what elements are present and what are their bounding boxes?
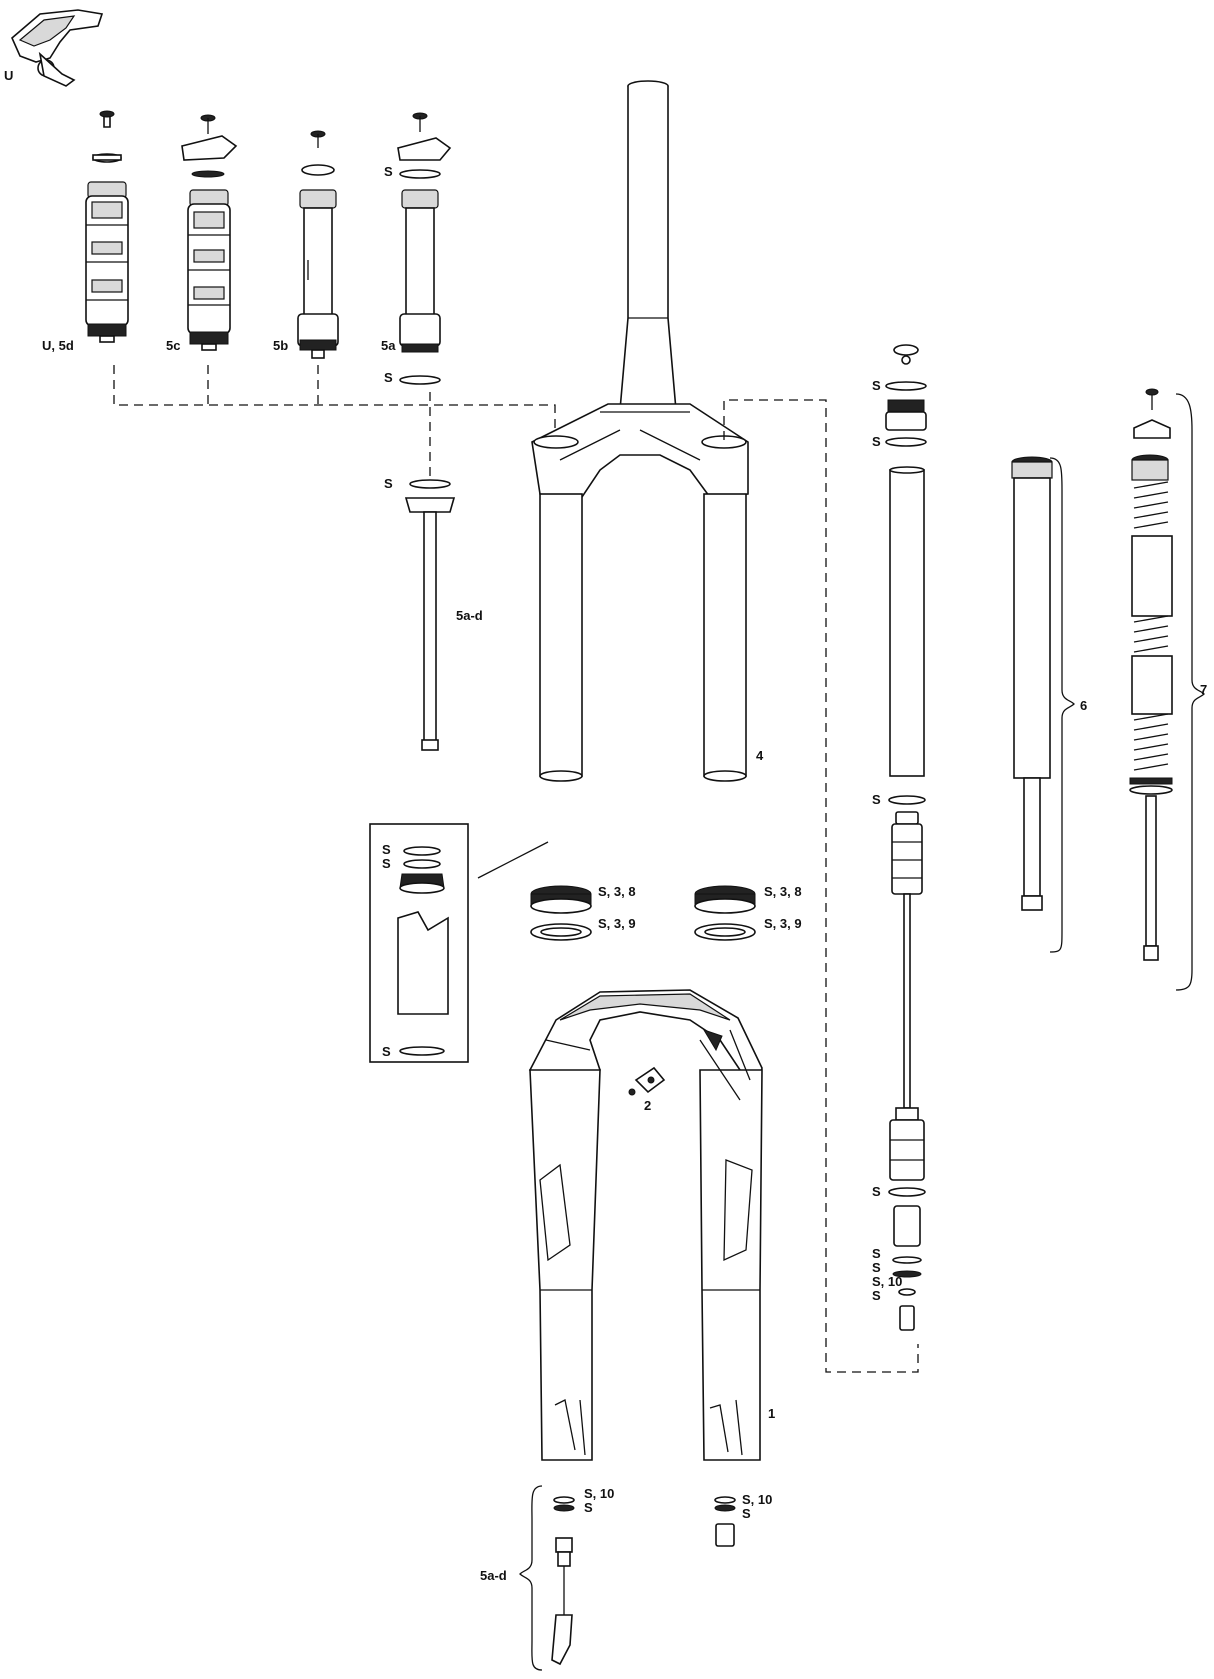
label-inset-seal-2: S [382,856,391,871]
label-bumper: 2 [644,1098,651,1113]
remote-lever [11,9,104,87]
label-seal-air-1: S [872,378,881,393]
damper-cartridge-5c [181,114,238,351]
air-spring-assembly [885,344,927,1331]
bracket-5ad-lower [519,1485,543,1671]
label-shaft-5ad: 5a-d [456,608,483,623]
label-seal-air-3: S [872,792,881,807]
label-foot-seal-right: S [742,1506,751,1521]
label-inset-seal-1: S [382,842,391,857]
seal-kit-inset [369,823,549,1063]
label-inset-seal-3: S [382,1044,391,1059]
label-cartridge-5c: 5c [166,338,180,353]
label-lower-leg: 1 [768,1406,775,1421]
label-cartridge-5a: 5a [381,338,396,353]
cartridge-leader-line [113,365,556,478]
coil-spring-assembly [1129,388,1173,961]
dust-seal-right [694,885,756,941]
label-seal-head-left: S, 3, 8 [598,884,636,899]
label-seal-air-5: S [872,1246,881,1261]
foot-nut-right [714,1496,736,1547]
damper-cartridge-5a [397,112,452,385]
label-coil-7: 7 [1200,682,1207,697]
label-seal-air-4: S [872,1184,881,1199]
damper-cartridge-5b [297,130,339,359]
label-seal-5a-bottom: S [384,370,393,385]
air-spring-shaft [1011,456,1053,911]
label-seal-5a-top: S [384,164,393,179]
label-remote: U [4,68,13,83]
label-foot-nut-right: S, 10 [742,1492,772,1507]
spring-leader-line [723,399,919,1373]
label-seal-head-right: S, 3, 8 [764,884,802,899]
label-air-6: 6 [1080,698,1087,713]
lower-leg [528,989,763,1461]
upper-tube-assembly [531,80,749,782]
bracket-6 [1049,457,1075,953]
damper-shaft [404,479,456,751]
label-upper-tube: 4 [756,748,764,763]
label-seal-air-6: S [872,1260,881,1275]
bumper-part [628,1066,666,1096]
label-cartridge-5b: 5b [273,338,288,353]
label-seal-ring-left: S, 3, 9 [598,916,636,931]
dust-seal-left [530,885,592,941]
label-seal-air-7: S [872,1288,881,1303]
label-seal-shaft: S [384,476,393,491]
foot-nut-left [551,1496,575,1666]
label-cartridge-u5d: U, 5d [42,338,74,353]
label-foot-nut-left: S, 10 [584,1486,614,1501]
label-foot-seal-left: S [584,1500,593,1515]
damper-cartridge-u5d [85,110,129,343]
label-5ad-lower: 5a-d [480,1568,507,1583]
label-seal-air-2: S [872,434,881,449]
label-seal-ring-right: S, 3, 9 [764,916,802,931]
bracket-7 [1175,393,1205,991]
label-seal-air-10: S, 10 [872,1274,902,1289]
